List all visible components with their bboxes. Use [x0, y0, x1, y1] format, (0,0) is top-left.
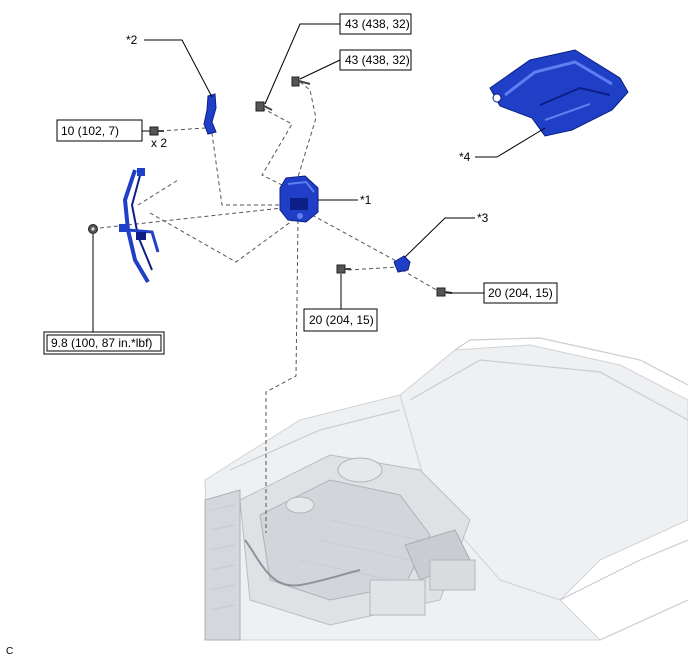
bracket-part	[203, 93, 217, 135]
callout-part-4: *4	[459, 150, 471, 164]
bolt-icon-2	[255, 101, 273, 112]
torque-value-4: 20 (204, 15)	[488, 286, 553, 300]
nut-icon	[88, 224, 98, 234]
wire-harness-part	[119, 168, 160, 284]
leader-lines	[92, 23, 546, 332]
torque-value-2: 43 (438, 32)	[345, 53, 410, 67]
callout-part-3: *3	[477, 211, 489, 225]
vehicle-engine-bay-illustration	[204, 337, 688, 641]
engine-cover-part	[489, 49, 629, 137]
torque-value-1: 43 (438, 32)	[345, 17, 410, 31]
torque-box-3: 10 (102, 7)	[56, 119, 143, 142]
torque-box-2: 43 (438, 32)	[339, 49, 412, 71]
corner-code: C	[6, 646, 13, 657]
torque-box-4: 20 (204, 15)	[483, 282, 558, 304]
bolt-icon-4	[336, 264, 351, 274]
callout-part-2: *2	[126, 33, 138, 47]
bolt-icon-5	[436, 287, 453, 297]
sensor-module-part	[279, 175, 319, 223]
quantity-label: x 2	[151, 136, 167, 150]
bolt-icon-1	[291, 76, 311, 87]
bolt-icon-3	[149, 126, 164, 136]
torque-box-6: 9.8 (100, 87 in.*lbf)	[43, 331, 165, 355]
torque-value-3: 10 (102, 7)	[61, 124, 119, 138]
torque-value-5: 20 (204, 15)	[309, 313, 374, 327]
torque-value-6: 9.8 (100, 87 in.*lbf)	[51, 336, 152, 350]
torque-box-5: 20 (204, 15)	[303, 308, 378, 332]
installation-dash-lines	[99, 81, 441, 533]
callout-part-1: *1	[360, 193, 372, 207]
clip-part	[393, 255, 411, 273]
torque-box-1: 43 (438, 32)	[339, 13, 412, 35]
